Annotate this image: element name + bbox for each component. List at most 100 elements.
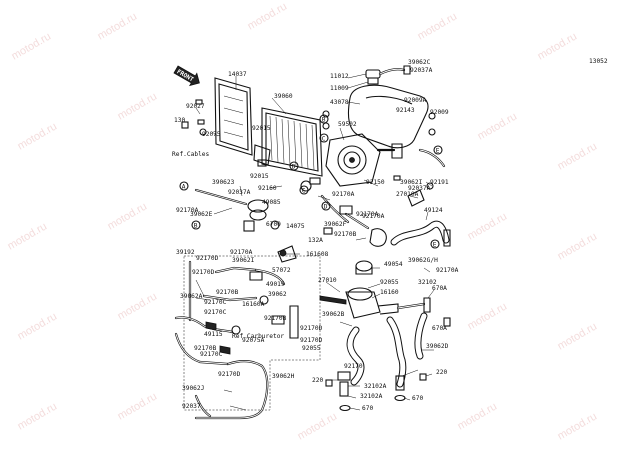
- ref-carburetor: Ref.Carburetor: [232, 333, 284, 340]
- part-label: 39060: [274, 93, 293, 100]
- part-label: 49115: [204, 331, 223, 338]
- part-label: 92170A: [362, 213, 385, 220]
- part-label: 32102: [418, 279, 437, 286]
- part-label: 92170D: [196, 255, 219, 262]
- part-label: 92170B: [334, 231, 357, 238]
- part-label: 132A: [308, 237, 323, 244]
- watermark-text: motod.ru: [416, 10, 460, 42]
- part-label: 220: [436, 369, 447, 376]
- part-label: 92170A: [332, 191, 355, 198]
- callout-e: E: [436, 147, 440, 154]
- part-label: 92170C: [204, 299, 227, 306]
- hose-49124: [390, 189, 451, 247]
- watermark-text: motod.ru: [16, 400, 60, 432]
- part-label: 57072: [272, 267, 291, 274]
- watermark-text: motod.ru: [476, 110, 520, 142]
- part-label: 11009: [330, 85, 349, 92]
- part-label: 92075: [202, 131, 221, 138]
- watermark-text: motod.ru: [106, 200, 150, 232]
- part-label: 92037A: [410, 67, 433, 74]
- watermark-text: motod.ru: [246, 0, 290, 32]
- ref-cables: Ref.Cables: [172, 151, 210, 158]
- part-label: 39062I: [232, 257, 255, 264]
- part-label: 49054: [384, 261, 403, 268]
- watermark-text: motod.ru: [556, 230, 600, 262]
- watermark-text: motod.ru: [16, 310, 60, 342]
- watermark-text: motod.ru: [116, 90, 160, 122]
- part-label: 27010A: [396, 191, 419, 198]
- part-label: 39062C: [408, 59, 431, 66]
- part-label: 39062D: [426, 343, 449, 350]
- part-label: 92170: [344, 363, 363, 370]
- reserve-tank: [347, 65, 446, 168]
- part-label: 390623: [212, 179, 235, 186]
- callout-d: D: [292, 163, 296, 170]
- part-label: 16160: [380, 289, 399, 296]
- part-label: 92170A: [176, 207, 199, 214]
- part-label: 670: [412, 395, 423, 402]
- radiator-shroud: [214, 77, 253, 156]
- part-label: 39062G/H: [408, 257, 438, 264]
- part-label: 92170B: [264, 315, 287, 322]
- callout-a: A: [182, 183, 186, 190]
- watermark-text: motod.ru: [116, 290, 160, 322]
- part-label: 6700: [266, 221, 281, 228]
- watermark-text: motod.ru: [10, 30, 54, 62]
- callout-c: C: [322, 135, 326, 142]
- callout-b: B: [322, 116, 326, 123]
- watermark-text: motod.ru: [296, 410, 340, 442]
- part-label: 92170A: [356, 211, 379, 218]
- part-label: 32102A: [364, 383, 387, 390]
- part-label: 130: [174, 117, 185, 124]
- part-label: 92009A: [404, 97, 427, 104]
- part-label: 39192: [176, 249, 195, 256]
- part-label: 92015: [250, 173, 269, 180]
- part-label: 39062: [268, 291, 287, 298]
- part-label: 49085: [262, 199, 281, 206]
- part-label: 161608: [306, 251, 329, 258]
- part-label: 92170C: [204, 309, 227, 316]
- watermark-text: motod.ru: [466, 210, 510, 242]
- watermark-text: motod.ru: [556, 320, 600, 352]
- part-label: 92143: [396, 107, 415, 114]
- callout-d-2: D: [324, 203, 328, 210]
- hardware: [181, 99, 451, 387]
- callout-b-2: B: [194, 222, 198, 229]
- watermark-text: motod.ru: [96, 10, 140, 42]
- part-label: 92170B: [216, 289, 239, 296]
- part-label: 92075A: [242, 337, 265, 344]
- part-label: 92170B: [194, 345, 217, 352]
- part-label: 59502: [338, 121, 357, 128]
- watermark-text: motod.ru: [16, 120, 60, 152]
- part-label: 32102A: [360, 393, 383, 400]
- callout-c-2: C: [302, 187, 306, 194]
- part-label: 11012: [330, 73, 349, 80]
- watermark-text: motod.ru: [556, 410, 600, 442]
- part-label: 16160A: [242, 301, 265, 308]
- part-label: 39062B: [322, 311, 345, 318]
- thermostat-housing: [319, 260, 431, 319]
- part-number-labels: 14037390601101211009430785950239062C9203…: [174, 59, 459, 412]
- part-label: 92170D: [300, 337, 323, 344]
- part-label: 92170D: [192, 269, 215, 276]
- part-label: 670A: [432, 285, 447, 292]
- part-label: 92009: [430, 109, 449, 116]
- part-label: 220: [312, 377, 323, 384]
- water-pump: [325, 133, 403, 187]
- part-label: 43078: [330, 99, 349, 106]
- part-label: 92170C: [200, 351, 223, 358]
- part-label: 92037: [182, 403, 201, 410]
- part-label: 670: [362, 405, 373, 412]
- part-label: 92170A: [230, 249, 253, 256]
- part-label: 39062A: [180, 293, 203, 300]
- part-label: 39062E: [190, 211, 213, 218]
- part-label: 39062I: [400, 179, 423, 186]
- watermark-text: motod.ru: [456, 400, 500, 432]
- callout-markers: A B C E D C D E B: [179, 114, 443, 249]
- lower-hoses: [337, 312, 428, 412]
- part-label: 39062F: [324, 221, 347, 228]
- part-label: 92170A: [436, 267, 459, 274]
- watermark-text: motod.ru: [116, 390, 160, 422]
- part-label: 27010: [318, 277, 337, 284]
